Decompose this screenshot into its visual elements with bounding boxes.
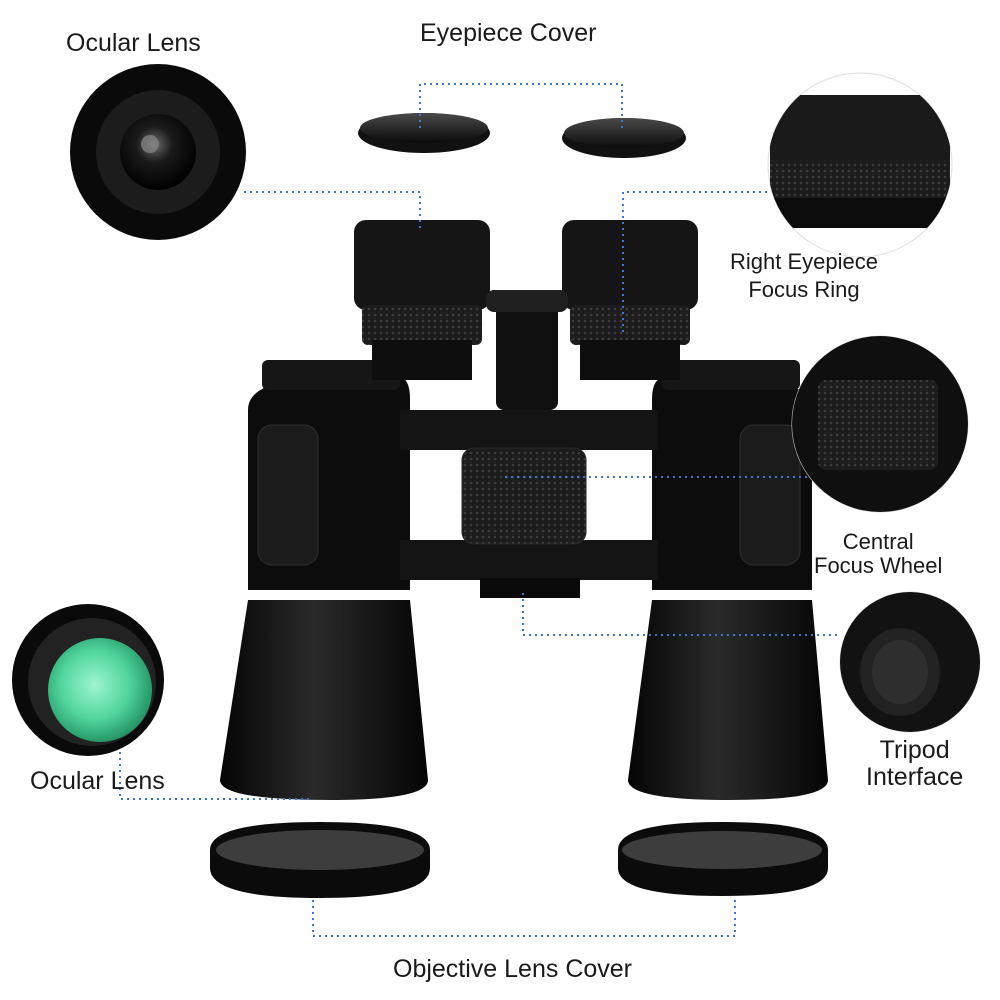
ocular-lens-bottom-label: Ocular Lens [30, 767, 165, 795]
tripod-line1: Tripod [879, 736, 950, 764]
focus-wheel-icon [791, 335, 969, 513]
right-eyepiece-line2: Focus Ring [748, 276, 860, 302]
ocular-lens-top-label: Ocular Lens [66, 29, 201, 57]
right-eyepiece-label: Right Eyepiece Focus Ring [730, 250, 878, 302]
tripod-label: Tripod Interface [866, 737, 963, 791]
objective-cover-label: Objective Lens Cover [393, 955, 633, 983]
central-focus-line1: Central [842, 529, 914, 554]
central-focus-label: Central Focus Wheel [814, 530, 942, 578]
ocular-lens-icon [70, 64, 246, 240]
eyepiece-cover-label: Eyepiece Cover [420, 19, 597, 47]
eyepiece-cover-icon [358, 113, 686, 158]
binoculars-image [220, 220, 828, 800]
right-eyepiece-line1: Right Eyepiece [730, 249, 878, 274]
tripod-interface-icon [839, 591, 981, 733]
tripod-line2: Interface [866, 763, 964, 791]
focus-ring-icon [767, 72, 953, 258]
central-focus-line2: Focus Wheel [814, 552, 943, 578]
leader-lines [119, 83, 840, 937]
objective-lens-icon [12, 604, 164, 756]
objective-cover-icon [210, 822, 828, 898]
